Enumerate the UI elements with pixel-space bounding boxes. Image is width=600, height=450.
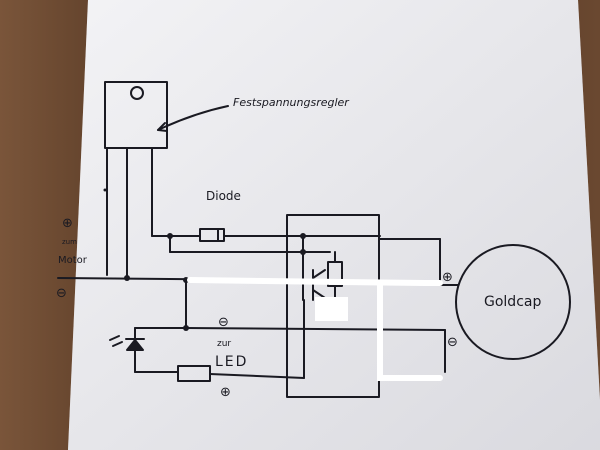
led-label-line1: zur — [217, 339, 231, 349]
voltage-regulator-body — [104, 81, 168, 149]
correction-overlay — [187, 277, 443, 381]
motor-minus-sign: ⊖ — [56, 286, 67, 301]
goldcap-capacitor — [455, 244, 571, 360]
goldcap-minus-sign: ⊖ — [447, 335, 458, 350]
led-plus-sign: ⊕ — [220, 385, 231, 400]
goldcap-label: Goldcap — [484, 294, 541, 310]
diode-label: Diode — [206, 189, 241, 203]
regulator-label: Festspannungsregler — [233, 96, 350, 109]
motor-label-line1: zum — [62, 238, 77, 246]
led-diode-symbol — [126, 339, 144, 351]
goldcap-plus-sign: ⊕ — [442, 270, 453, 285]
led-label-line2: LED — [215, 354, 248, 370]
led-minus-sign: ⊖ — [218, 315, 229, 330]
regulator-mounting-hole — [130, 86, 144, 100]
motor-plus-sign: ⊕ — [62, 216, 73, 231]
motor-label-line2: Motor — [58, 255, 88, 266]
negative-rail-wire — [184, 327, 446, 331]
regulator-pointer-arrow — [157, 105, 229, 131]
